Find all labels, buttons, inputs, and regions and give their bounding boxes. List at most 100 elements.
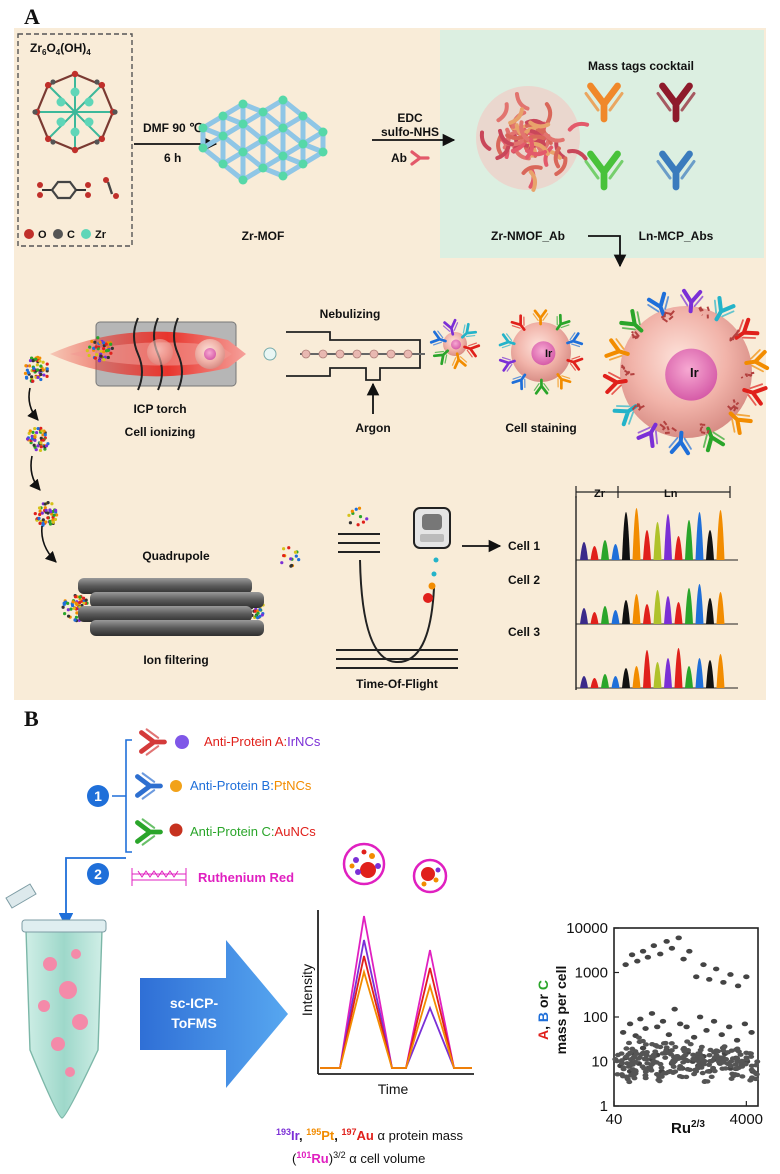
scatter-point bbox=[626, 1021, 634, 1027]
ion-dot bbox=[365, 517, 369, 521]
scatter-point bbox=[704, 1069, 711, 1074]
oxygen-atom bbox=[71, 70, 79, 78]
antibody-strand bbox=[521, 165, 543, 175]
scatter-point bbox=[671, 1006, 678, 1012]
scatter-point bbox=[643, 1050, 650, 1055]
ion-dot bbox=[102, 358, 106, 362]
spectrum-peak bbox=[580, 608, 588, 624]
nmof-tag bbox=[698, 307, 702, 312]
ion-dot bbox=[52, 513, 56, 517]
antibody-strand bbox=[514, 91, 530, 111]
mof-node bbox=[298, 139, 308, 149]
scatter-point bbox=[728, 1076, 735, 1081]
scatter-point bbox=[694, 1066, 701, 1071]
y-tick-label: 10000 bbox=[566, 920, 608, 937]
scatter-point bbox=[699, 1070, 706, 1076]
surface-antibody-icon bbox=[460, 322, 478, 339]
scatter-point bbox=[723, 1057, 730, 1062]
scatter-point bbox=[722, 1066, 729, 1071]
surface-antibody-icon bbox=[713, 295, 736, 322]
ion-dot bbox=[33, 435, 37, 439]
scatter-point bbox=[708, 1074, 715, 1080]
antibody-strand bbox=[567, 121, 590, 132]
mof-node bbox=[278, 151, 288, 161]
zr-atom bbox=[84, 97, 94, 107]
ion-dot bbox=[32, 366, 36, 371]
surface-antibody-icon bbox=[511, 373, 527, 391]
mof-node bbox=[278, 171, 288, 181]
mof-node bbox=[238, 119, 248, 129]
mof-node bbox=[318, 127, 328, 137]
spectrum-peak bbox=[695, 584, 704, 624]
scatter-point bbox=[648, 1054, 655, 1059]
step-2-number: 2 bbox=[94, 866, 102, 882]
ion-flow-arrows bbox=[27, 387, 57, 563]
step-1-badge bbox=[87, 785, 109, 807]
ion-dot bbox=[357, 506, 362, 510]
nmof-tag bbox=[623, 369, 630, 375]
nmof-tag bbox=[740, 376, 744, 379]
scatter-point bbox=[665, 1069, 672, 1075]
ion-dot bbox=[66, 614, 71, 618]
scatter-point bbox=[747, 1051, 754, 1056]
ion-dot bbox=[24, 375, 29, 379]
scatter-point bbox=[737, 1052, 744, 1057]
zirconium-legend-icon bbox=[81, 229, 91, 239]
ion-dot bbox=[110, 346, 114, 350]
scatter-point bbox=[652, 1049, 659, 1054]
antibody-strand bbox=[519, 120, 530, 142]
ln-spectrum-label: Ln bbox=[664, 488, 678, 500]
zr-mof-label: Zr-MOF bbox=[242, 229, 285, 243]
scatter-point bbox=[706, 1053, 713, 1058]
ln-mcp-abs-label: Ln-MCP_Abs bbox=[639, 229, 714, 243]
surface-antibody-icon bbox=[734, 317, 760, 340]
nmof-tag bbox=[662, 311, 667, 318]
scatter-point bbox=[655, 1077, 662, 1083]
scatter-point bbox=[720, 979, 727, 985]
scatter-point bbox=[732, 1062, 739, 1067]
scatter-point bbox=[732, 1047, 739, 1052]
ion-dot bbox=[95, 353, 99, 357]
scatter-point bbox=[659, 1018, 667, 1024]
scatter-point bbox=[654, 1044, 661, 1049]
ion-dot bbox=[81, 596, 86, 600]
spectrum-peak bbox=[611, 544, 620, 560]
antibody-strand bbox=[528, 170, 538, 192]
spectrum-peak bbox=[653, 662, 662, 688]
nmof-tag bbox=[665, 311, 671, 315]
mof-node bbox=[238, 99, 248, 109]
ion-dot bbox=[30, 434, 34, 438]
scatter-point bbox=[672, 1044, 679, 1050]
carbon-atom bbox=[94, 139, 100, 145]
anti-protein-c-text: Anti-Protein C:AuNCs bbox=[190, 824, 316, 839]
spectrum-peak bbox=[643, 530, 651, 560]
scatter-point bbox=[618, 1072, 625, 1077]
nmof-tag bbox=[634, 331, 640, 338]
mof-node bbox=[258, 163, 268, 173]
scatter-point bbox=[720, 1045, 727, 1050]
surface-antibody-icon bbox=[668, 430, 692, 456]
scatter-point bbox=[741, 1021, 749, 1027]
ion-dot bbox=[41, 438, 46, 442]
scatter-point bbox=[684, 1067, 691, 1072]
ion-dot bbox=[109, 342, 113, 346]
nmof-tag bbox=[699, 427, 703, 432]
ion-dot bbox=[361, 520, 366, 524]
ion-dot bbox=[39, 436, 43, 440]
anti-protein-b-text: Anti-Protein B:PtNCs bbox=[190, 778, 312, 793]
dark-red-antibody-icon bbox=[656, 82, 696, 123]
anti-protein-b-antibody-icon bbox=[135, 772, 163, 800]
quadrupole bbox=[78, 578, 264, 636]
scatter-point bbox=[748, 1067, 755, 1073]
scatter-point bbox=[710, 1018, 718, 1024]
scatter-point bbox=[663, 1045, 670, 1050]
ion-dot bbox=[84, 598, 88, 602]
atom-legend: O C Zr bbox=[24, 229, 107, 241]
ion-dot bbox=[66, 601, 70, 605]
spectrum-peak bbox=[706, 660, 714, 688]
scatter-point bbox=[648, 1011, 656, 1016]
scatter-point bbox=[655, 1072, 662, 1078]
antibody-strand bbox=[528, 120, 551, 129]
scatter-point bbox=[690, 1034, 698, 1040]
scatter-point bbox=[686, 948, 693, 954]
